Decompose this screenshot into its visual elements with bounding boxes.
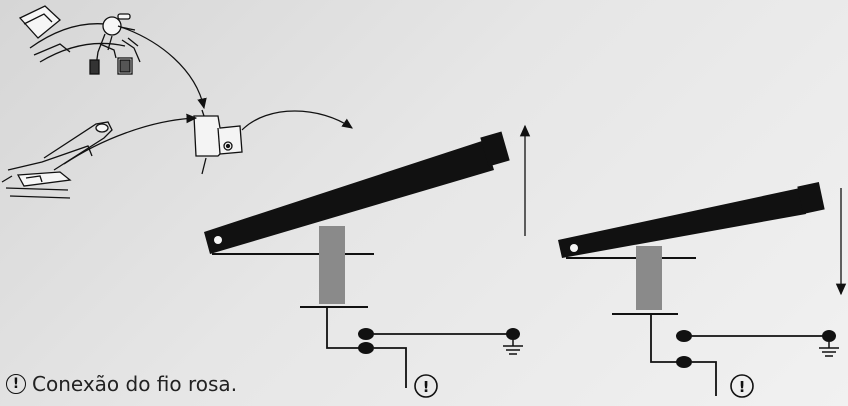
left-lower-contact xyxy=(358,342,374,354)
right-wire-stem xyxy=(650,314,678,363)
left-wire-stem xyxy=(326,307,362,349)
left-warning-callout: ! xyxy=(414,374,438,398)
dashboard-illustration-icon xyxy=(18,5,141,75)
caption-text: Conexão do fio rosa. xyxy=(32,372,238,396)
right-lower-contact xyxy=(676,356,692,368)
right-warning-callout: ! xyxy=(730,374,754,398)
right-plunger xyxy=(636,246,662,310)
left-pink-wire xyxy=(374,347,407,388)
right-upper-contact xyxy=(676,330,692,342)
switch-housing-icon xyxy=(193,109,243,175)
left-pivot xyxy=(214,236,222,244)
svg-text:!: ! xyxy=(423,378,430,396)
connection-arrows xyxy=(63,25,353,165)
warning-icon: ! xyxy=(6,374,26,394)
right-pedal-tip xyxy=(797,182,825,214)
right-ground-icon xyxy=(819,342,839,357)
right-switch-assembly: ! xyxy=(558,182,847,398)
left-pedal-arm xyxy=(204,140,494,254)
right-pedal-arm xyxy=(558,188,806,258)
caption: ! Conexão do fio rosa. xyxy=(6,372,237,396)
left-upper-contact xyxy=(358,328,374,340)
left-plunger xyxy=(319,226,345,304)
left-pedal-tip xyxy=(480,131,510,167)
left-switch-assembly: ! xyxy=(204,124,531,398)
handbrake-illustration-icon xyxy=(1,121,113,199)
svg-text:!: ! xyxy=(739,378,746,396)
left-ground-icon xyxy=(503,340,523,355)
right-pivot xyxy=(570,244,578,252)
right-pink-wire xyxy=(692,361,717,396)
